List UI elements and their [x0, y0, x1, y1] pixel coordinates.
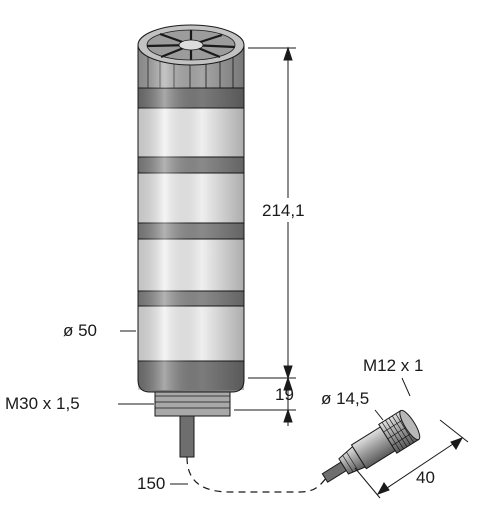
dark-ring-2: [137, 221, 245, 240]
diameter-label: ø 50: [63, 321, 97, 340]
tower-cap: [137, 24, 245, 89]
base-height-dimension: [234, 376, 296, 426]
tower-body: [137, 84, 245, 393]
connector-thread-leader: [401, 377, 411, 397]
height-label: 214,1: [262, 201, 305, 220]
threaded-base: [154, 389, 231, 417]
connector-diameter-label: ø 14,5: [321, 389, 369, 408]
thread-label: M30 x 1,5: [5, 394, 80, 413]
connector-length-label: 40: [416, 468, 435, 487]
m12-connector: [321, 409, 421, 483]
cable: [179, 414, 329, 493]
dark-ring-3: [137, 289, 245, 307]
connector-diameter-leader: [374, 409, 384, 421]
connector-thread-label: M12 x 1: [363, 356, 423, 375]
light-segment-2: [137, 171, 245, 224]
cable-length-label: 150: [137, 474, 165, 493]
light-segment-4: [137, 304, 245, 362]
connector-length-dimension: [354, 419, 469, 499]
light-segment-1: [137, 106, 245, 158]
dark-ring-1: [137, 155, 245, 174]
base-height-label: 19: [275, 385, 294, 404]
light-segment-3: [137, 237, 245, 292]
